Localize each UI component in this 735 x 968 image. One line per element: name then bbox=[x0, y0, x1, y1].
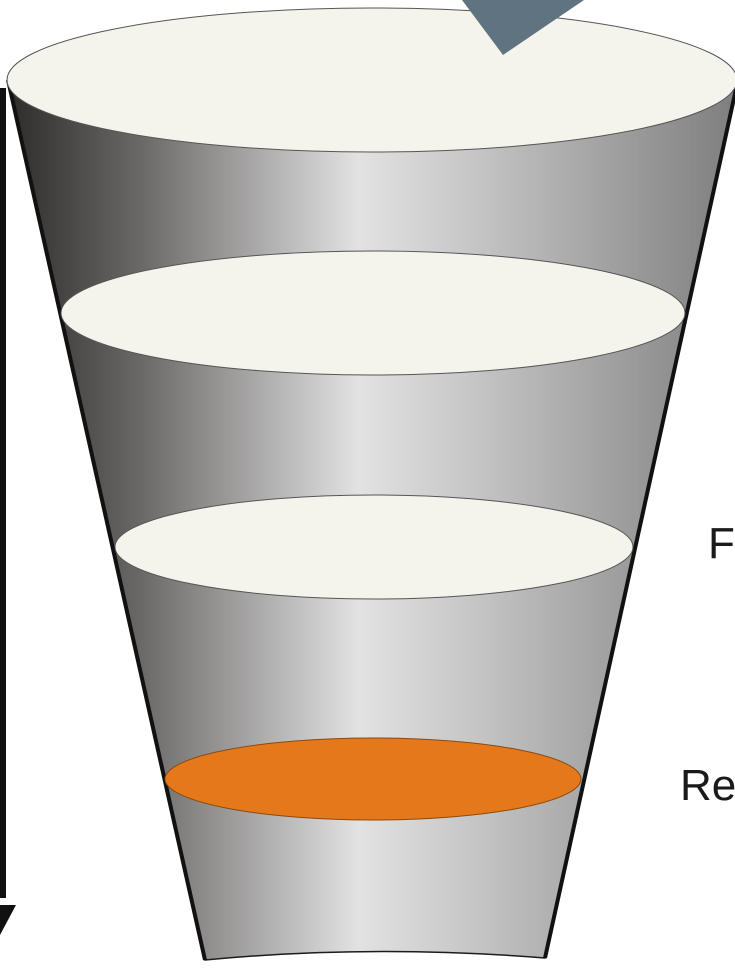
left-axis-line bbox=[0, 88, 6, 898]
funnel-level-4-label: Re bbox=[680, 764, 735, 808]
funnel-level-3-label: F bbox=[708, 522, 735, 566]
funnel-level-2-disc bbox=[61, 251, 685, 375]
funnel-level-4-disc-highlighted bbox=[165, 738, 581, 820]
down-arrow-icon bbox=[0, 905, 16, 935]
funnel-level-1-disc bbox=[7, 8, 735, 152]
funnel-level-3-disc bbox=[115, 495, 633, 599]
